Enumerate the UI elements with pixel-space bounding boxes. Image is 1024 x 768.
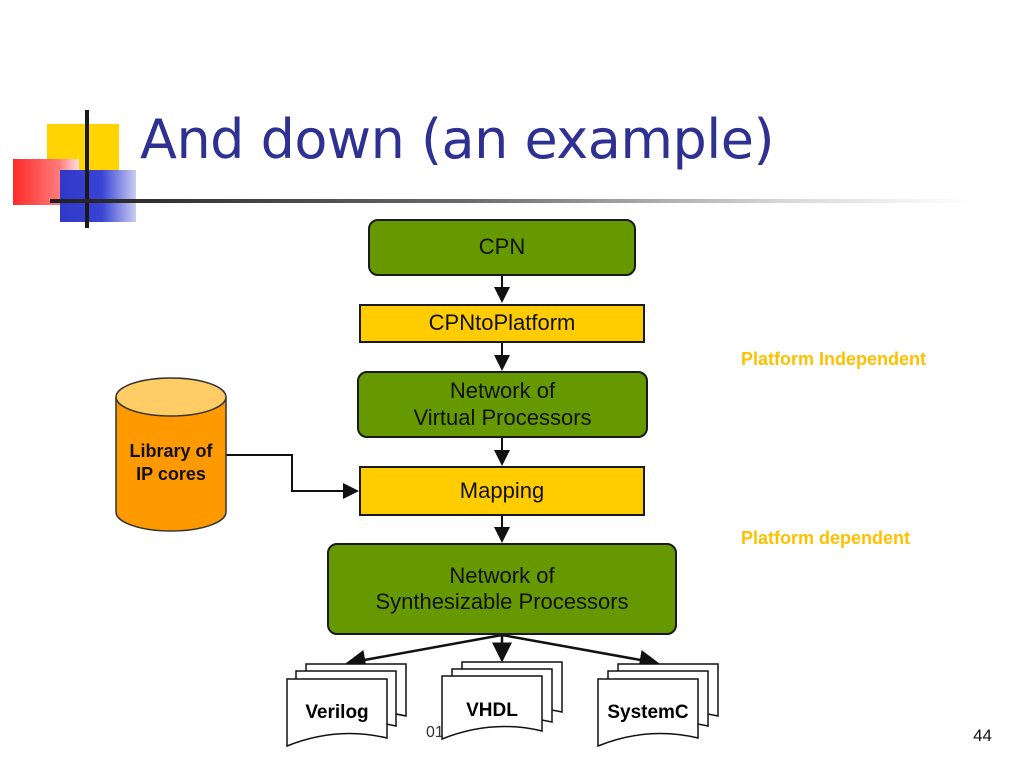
footer-text: 01	[426, 724, 444, 741]
arrow-to-systemc	[501, 633, 660, 670]
cpn-to-platform-box: CPNtoPlatform	[359, 304, 645, 343]
systemc-document-stack	[597, 663, 719, 748]
library-cylinder	[115, 377, 227, 532]
output-label-vhdl: VHDL	[466, 700, 518, 721]
output-label-verilog: Verilog	[305, 702, 369, 723]
platform-dependent-label: Platform dependent	[741, 528, 911, 548]
arrow-library-to-mapping	[226, 454, 359, 499]
slide-title: And down (an example)	[140, 108, 775, 171]
synthesizable-processors-box: Network of Synthesizable Processors	[327, 543, 677, 635]
vhdl-document-stack	[441, 661, 563, 741]
arrow-to-verilog	[345, 633, 503, 670]
decor-blue-square	[60, 170, 136, 222]
mapping-box: Mapping	[359, 466, 645, 516]
virtual-processors-box: Network of Virtual Processors	[357, 371, 648, 438]
decor-vertical-line	[85, 110, 89, 228]
verilog-document-stack	[286, 663, 407, 748]
page-number: 44	[973, 726, 992, 745]
title-underline	[50, 199, 970, 203]
output-label-systemc: SystemC	[607, 702, 689, 723]
cpn-box: CPN	[368, 219, 636, 276]
platform-independent-label: Platform Independent	[741, 349, 927, 369]
library-label: Library of IP cores	[129, 441, 213, 485]
